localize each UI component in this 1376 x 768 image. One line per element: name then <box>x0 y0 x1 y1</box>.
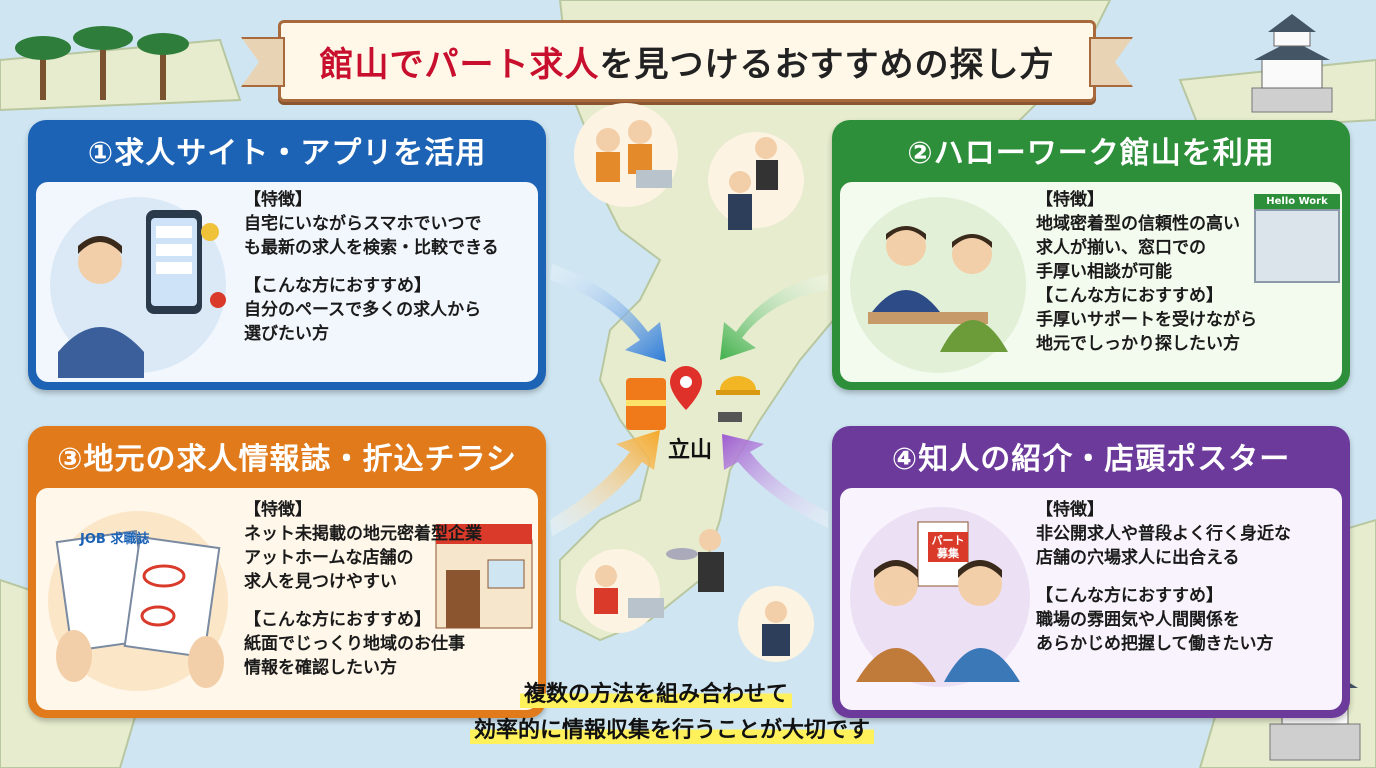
card-body: パート募集 【特徴】 非公開求人や普段よく行く身近な 店舗の穴場求人に出合える … <box>840 488 1342 710</box>
card-local-magazines-flyers: ③地元の求人情報誌・折込チラシ JOB 求職誌 【特徴】 ネット未掲載の地元密着… <box>28 426 546 718</box>
feature-line: 非公開求人や普段よく行く身近な <box>1036 524 1291 544</box>
card-heading: ②ハローワーク館山を利用 <box>907 136 1275 171</box>
card-body: 【特徴】 地域密着型の信頼性の高い 求人が揃い、窓口での 手厚い相談が可能 【こ… <box>840 182 1342 382</box>
feature-line: 店舗の穴場求人に出合える <box>1036 548 1240 568</box>
waiter-serving-illustration <box>666 529 724 592</box>
work-items-icon <box>626 366 760 430</box>
recommend-line: 地元でしっかり探したい方 <box>1036 334 1240 354</box>
card-heading: ③地元の求人情報誌・折込チラシ <box>57 442 517 477</box>
feature-label: 【特徴】 <box>244 190 312 210</box>
recommend-label: 【こんな方におすすめ】 <box>244 276 431 296</box>
title-part-2: パート求人 <box>424 44 600 85</box>
feature-label: 【特徴】 <box>244 500 312 520</box>
store-clerks-illustration <box>574 103 678 207</box>
card-body: 【特徴】 自宅にいながらスマホでいつで も最新の求人を検索・比較できる 【こんな… <box>36 182 538 382</box>
feature-line: ネット未掲載の地元密着型企業 <box>244 524 482 544</box>
recommend-label: 【こんな方におすすめ】 <box>1036 286 1223 306</box>
castle-top-right-illustration <box>1251 14 1333 113</box>
recommend-line: 紙面でじっくり地域のお仕事 <box>244 634 465 654</box>
recommend-line: あらかじめ把握して働きたい方 <box>1036 634 1274 654</box>
waiter-staff-illustration <box>708 132 804 230</box>
shop-front-illustration <box>435 524 533 629</box>
card-text: 【特徴】 自宅にいながらスマホでいつで も最新の求人を検索・比較できる 【こんな… <box>244 188 499 346</box>
recommend-line: 情報を確認したい方 <box>244 658 397 678</box>
card-text: 【特徴】 ネット未掲載の地元密着型企業 アットホームな店舗の 求人を見つけやすい… <box>244 498 482 680</box>
feature-label: 【特徴】 <box>1036 190 1104 210</box>
poster-text: パート募集 <box>928 532 968 562</box>
hello-work-sign: Hello Work <box>1254 194 1340 209</box>
recommend-line: 職場の雰囲気や人間関係を <box>1036 610 1240 630</box>
recommend-label: 【こんな方におすすめ】 <box>1036 586 1223 606</box>
magazine-title: JOB 求職誌 <box>80 532 150 547</box>
feature-line: 地域密着型の信頼性の高い <box>1036 214 1240 234</box>
card-heading: ④知人の紹介・店頭ポスター <box>891 442 1291 477</box>
card-hello-work: ②ハローワーク館山を利用 【特徴】 地域密着型の信頼性の高い 求人が揃い、窓口で… <box>832 120 1350 390</box>
feature-line: 自宅にいながらスマホでいつで <box>244 214 482 234</box>
bottom-message-line-2: 効率的に情報収集を行うことが大切です <box>470 712 875 744</box>
card-text: 【特徴】 地域密着型の信頼性の高い 求人が揃い、窓口での 手厚い相談が可能 【こ… <box>1036 188 1257 356</box>
center-place-label: 立山 <box>668 438 713 463</box>
feature-label: 【特徴】 <box>1036 500 1104 520</box>
feature-line: アットホームな店舗の <box>244 548 414 568</box>
feature-line: 求人が揃い、窓口での <box>1036 238 1206 258</box>
card-body: JOB 求職誌 【特徴】 ネット未掲載の地元密着型企業 アットホームな店舗の 求… <box>36 488 538 710</box>
page-title-banner: 館山で パート求人 を見つけるおすすめの探し方 <box>241 20 1096 102</box>
title-part-1: 館山で <box>319 44 425 85</box>
feature-line: も最新の求人を検索・比較できる <box>244 238 499 258</box>
cashier-illustration <box>576 549 664 633</box>
consultation-illustration <box>850 197 1026 373</box>
card-text: 【特徴】 非公開求人や普段よく行く身近な 店舗の穴場求人に出合える 【こんな方に… <box>1036 498 1291 656</box>
card-referral-store-poster: ④知人の紹介・店頭ポスター パート募集 【特徴】 非公開求人や普段よく行く身近な… <box>832 426 1350 718</box>
recommend-line: 選びたい方 <box>244 324 329 344</box>
pine-trees-top-left-illustration <box>15 26 189 100</box>
card-heading: ①求人サイト・アプリを活用 <box>87 136 487 171</box>
bottom-message-line-1: 複数の方法を組み合わせて <box>520 676 793 708</box>
feature-line: 求人を見つけやすい <box>244 572 397 592</box>
hello-work-building-icon: Hello Work <box>1254 194 1340 290</box>
recommend-label: 【こんな方におすすめ】 <box>244 610 431 630</box>
feature-line: 手厚い相談が可能 <box>1036 262 1172 282</box>
magazine-hands-illustration <box>48 511 228 691</box>
title-part-3: を見つけるおすすめの探し方 <box>599 44 1055 85</box>
office-worker-illustration <box>738 586 814 662</box>
recommend-line: 手厚いサポートを受けながら <box>1036 310 1257 330</box>
smartphone-person-illustration <box>50 197 226 378</box>
card-job-sites-apps: ①求人サイト・アプリを活用 【特徴】 自宅にいながらスマホでいつで も最新の求人… <box>28 120 546 390</box>
recommend-line: 自分のペースで多くの求人から <box>244 300 482 320</box>
